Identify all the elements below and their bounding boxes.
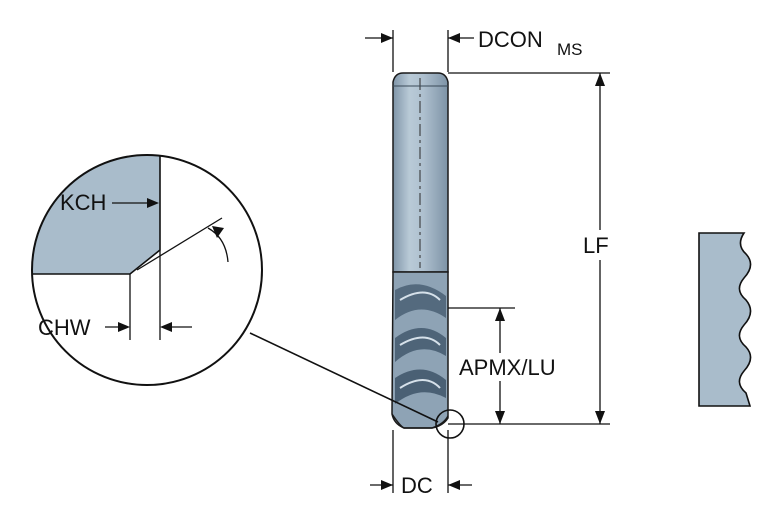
apmx-arrow-top [495,308,505,321]
detail-callout [249,332,465,439]
dc-arrow-left [381,480,393,490]
dcon-dimension: DCON MS [365,27,583,72]
lf-arrow-bottom [595,411,605,424]
lf-label: LF [583,233,609,258]
chamfer-angle-arc [207,227,229,263]
chw-label: CHW [38,315,91,340]
detail-marker-circle [435,409,465,439]
flute-groove-3 [395,369,446,404]
dc-dimension: DC [370,430,472,498]
apmx-dimension: APMX/LU [448,307,579,424]
magnified-detail: KCH CHW [31,154,263,386]
dcon-arrow-left [381,33,393,43]
chamfer-angle-arrow [212,226,224,238]
apmx-arrow-bottom [495,411,505,424]
dc-arrow-right [448,480,460,490]
leader-line [249,332,439,423]
dcon-arrow-right [448,33,460,43]
chw-arrow-right [160,322,172,332]
dcon-label: DCON [478,27,543,52]
lf-dimension: LF [448,72,620,425]
dc-label: DC [401,473,433,498]
flute-groove-1 [395,284,446,320]
profile-view [698,232,752,407]
flute-highlight [399,291,441,389]
apmx-label: APMX/LU [459,355,556,380]
kch-label: KCH [60,190,106,215]
tool-tip-edge [391,413,449,429]
wavy-profile-shape [698,232,752,407]
kch-arrow [147,198,159,208]
dcon-subscript: MS [557,40,583,59]
chw-arrow-left [118,322,130,332]
lf-arrow-top [595,73,605,86]
detail-circle [31,154,263,386]
end-mill-tool [391,72,449,429]
flute-groove-2 [395,328,446,362]
